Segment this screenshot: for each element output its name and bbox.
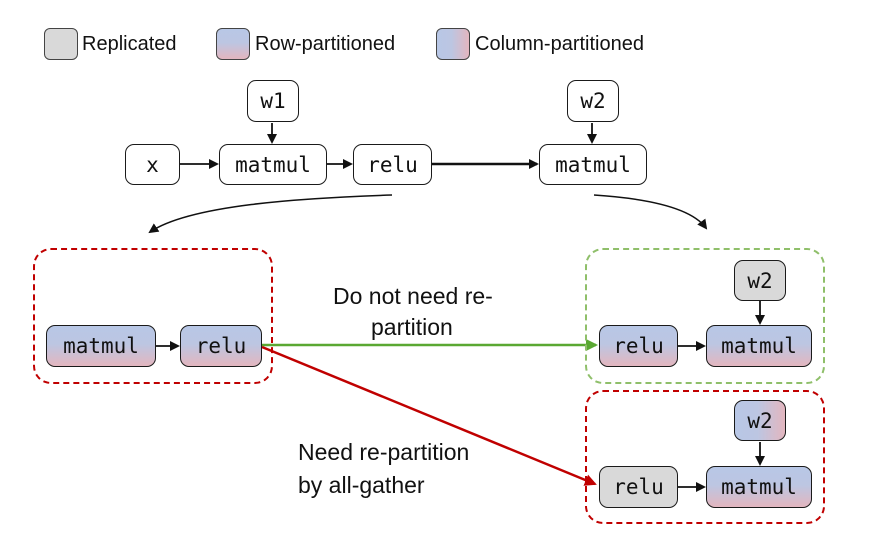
left-node-relu: relu <box>180 325 262 367</box>
br-node-w2: w2 <box>734 400 786 441</box>
legend-swatch-column-partitioned <box>436 28 470 60</box>
group-no-repartition <box>585 248 825 384</box>
node-relu: relu <box>353 144 432 185</box>
node-w2: w2 <box>567 80 619 122</box>
curve-relu-to-left-group <box>148 194 393 234</box>
caption-no-repartition-line2: partition <box>371 314 453 340</box>
caption-repartition-line2: by all-gather <box>298 472 425 498</box>
curve-matmul2-to-right-group <box>593 194 708 230</box>
legend-label-column-partitioned: Column-partitioned <box>475 33 644 55</box>
arrow-repartition <box>261 345 597 486</box>
caption-repartition-line1: Need re-partition <box>298 439 470 465</box>
group-left-partitioned <box>33 248 273 384</box>
node-matmul-2: matmul <box>539 144 647 185</box>
legend-swatch-row-partitioned <box>216 28 250 60</box>
group-repartition <box>585 390 825 524</box>
legend-swatch-replicated <box>44 28 78 60</box>
br-node-relu: relu <box>599 466 678 508</box>
tr-node-w2: w2 <box>734 260 786 301</box>
tr-node-matmul: matmul <box>706 325 812 367</box>
br-node-matmul: matmul <box>706 466 812 508</box>
tr-node-relu: relu <box>599 325 678 367</box>
node-matmul: matmul <box>219 144 327 185</box>
node-x: x <box>125 144 180 185</box>
legend-label-replicated: Replicated <box>82 33 177 55</box>
caption-no-repartition-line1: Do not need re- <box>333 283 493 309</box>
node-w1: w1 <box>247 80 299 122</box>
legend-label-row-partitioned: Row-partitioned <box>255 33 396 55</box>
left-node-matmul: matmul <box>46 325 156 367</box>
